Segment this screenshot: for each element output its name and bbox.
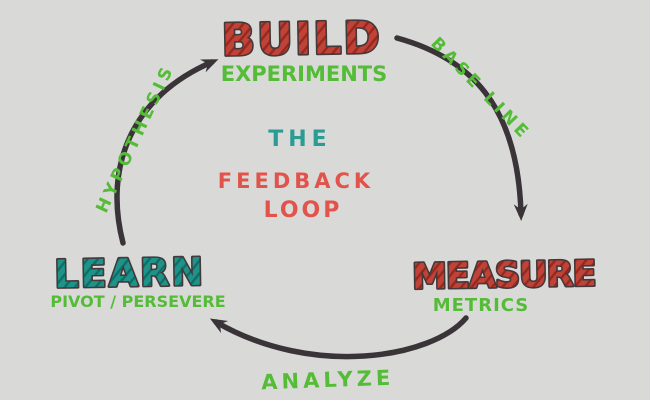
build-label: BUILD bbox=[221, 13, 382, 67]
learn-sublabel: PIVOT / PERSEVERE bbox=[50, 292, 225, 311]
title-line-feedback: FEEDBACK bbox=[218, 169, 374, 193]
arrow-measure-to-learn bbox=[209, 315, 469, 360]
measure-sublabel: METRICS bbox=[433, 295, 530, 316]
learn-label: LEARN bbox=[54, 250, 205, 297]
diagram-title: THE FEEDBACK LOOP bbox=[218, 127, 374, 223]
title-line-the: THE bbox=[268, 127, 331, 152]
node-measure: MEASURE METRICS bbox=[410, 253, 597, 316]
node-build: BUILD EXPERIMENTS bbox=[220, 11, 388, 86]
measure-label: MEASURE bbox=[412, 254, 596, 297]
title-line-loop: LOOP bbox=[264, 198, 343, 223]
edge-label-analyze: ANALYZE bbox=[261, 366, 395, 395]
build-sublabel: EXPERIMENTS bbox=[221, 62, 388, 86]
node-learn: LEARN PIVOT / PERSEVERE bbox=[50, 248, 225, 311]
arrow-learn-to-build bbox=[114, 59, 219, 246]
arrow-build-to-measure bbox=[394, 35, 528, 221]
edge-label-hypothesis: HYPOTHESIS bbox=[92, 61, 178, 216]
edge-label-baseline: BASE LINE bbox=[426, 34, 534, 145]
